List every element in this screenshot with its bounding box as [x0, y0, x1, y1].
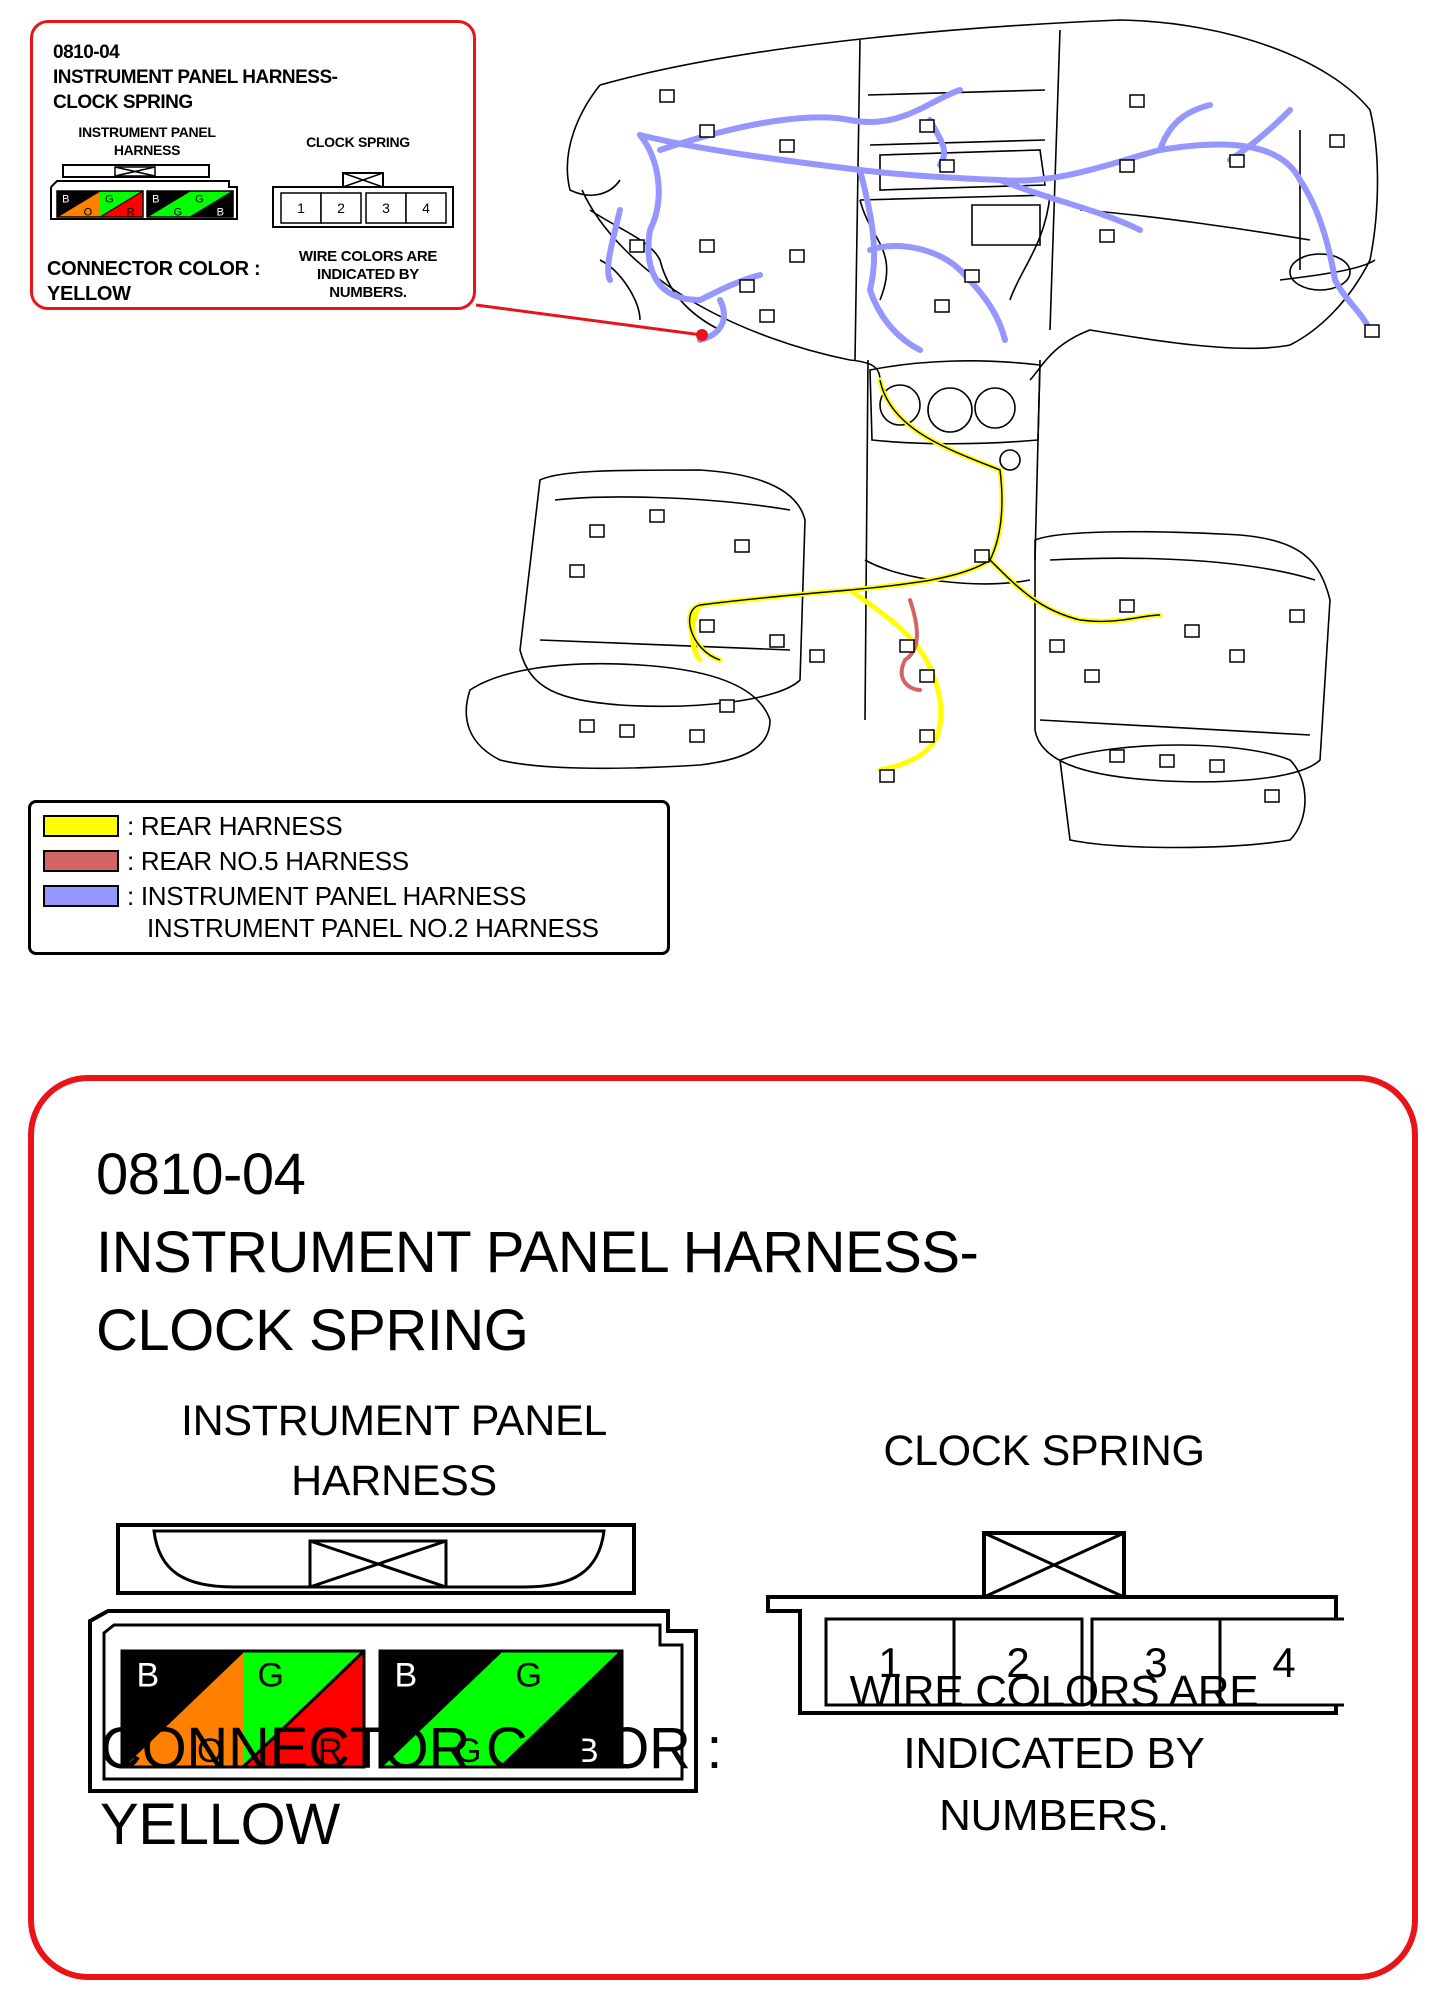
legend-label-rear-harness: : REAR HARNESS — [127, 811, 343, 841]
large-connector-callout: 0810-04 INSTRUMENT PANEL HARNESS- CLOCK … — [28, 1075, 1418, 1980]
legend-item-instrument-panel-harness: : INSTRUMENT PANEL HARNESS — [43, 881, 526, 911]
pin-bottom-letter: R — [318, 1732, 343, 1770]
large-wire-note: WIRE COLORS ARE INDICATED BY NUMBERS. — [849, 1667, 1259, 1840]
clock-spring-pin-1: 1 — [824, 1617, 956, 1707]
small-right-connector-label: CLOCK SPRING — [306, 134, 410, 150]
small-connector-callout: 0810-04 INSTRUMENT PANEL HARNESS- CLOCK … — [30, 20, 476, 310]
clock-spring-pin-number: 2 — [337, 200, 345, 216]
legend-swatch-rear-no5-harness — [43, 850, 119, 872]
pin-top-letter: B — [62, 194, 69, 206]
pin-top-letter: B — [152, 194, 159, 206]
pin-bottom-letter: R — [127, 206, 135, 218]
rear-no5-harness-wires — [899, 598, 922, 692]
legend-swatch-rear-harness — [43, 815, 119, 837]
clock-spring-pin-number: 4 — [1272, 1639, 1295, 1686]
clock-spring-pin-3: 3 — [365, 192, 407, 224]
pin-top-letter: B — [137, 1657, 160, 1695]
pin-top-letter: G — [105, 194, 114, 206]
rear-harness-outline — [689, 379, 1161, 661]
clock-spring-pin-number: 1 — [878, 1639, 901, 1686]
harness-pin-3: BG — [378, 1649, 503, 1770]
pin-bottom-letter: G — [455, 1732, 481, 1770]
harness-pin-1: BO — [120, 1649, 245, 1770]
small-clock-spring-connector: 1 2 3 4 — [272, 172, 454, 228]
large-right-connector-label: CLOCK SPRING — [883, 1427, 1205, 1475]
clock-spring-pin-number: 1 — [297, 200, 305, 216]
rear-harness-wires — [687, 377, 1163, 773]
small-connector-color-label: CONNECTOR COLOR : — [47, 258, 261, 280]
pin-bottom-letter: O — [84, 206, 93, 218]
callout-leader-line — [475, 303, 703, 337]
clock-spring-pin-4: 4 — [405, 192, 447, 224]
small-callout-code: 0810-04 — [53, 42, 120, 63]
clock-spring-pin-2: 2 — [320, 192, 362, 224]
large-clock-spring-connector: 1 2 3 4 — [766, 1531, 1344, 1715]
small-left-connector-label: INSTRUMENT PANEL HARNESS — [78, 124, 216, 158]
harness-pin-2: GR — [241, 1649, 366, 1770]
connector-blocks — [569, 89, 1380, 803]
small-connector-color-value: YELLOW — [47, 283, 131, 305]
pin-top-letter: B — [395, 1657, 418, 1695]
pin-bottom-letter: B — [576, 1732, 599, 1770]
legend-swatch-instrument-panel-harness — [43, 885, 119, 907]
clock-spring-pin-1: 1 — [280, 192, 322, 224]
pin-bottom-letter: G — [174, 206, 183, 218]
large-callout-title-line1: INSTRUMENT PANEL HARNESS- — [96, 1220, 979, 1285]
harness-pin-2: GR — [99, 190, 144, 218]
clock-spring-pin-2: 2 — [952, 1617, 1084, 1707]
large-left-connector-label: INSTRUMENT PANEL HARNESS — [180, 1397, 608, 1505]
small-callout-title-line1: INSTRUMENT PANEL HARNESS- — [53, 67, 338, 88]
pin-top-letter: G — [516, 1657, 542, 1695]
harness-pin-1: BO — [56, 190, 101, 218]
pin-bottom-letter: B — [217, 206, 224, 218]
dashboard-outline — [465, 19, 1379, 849]
clock-spring-pin-4: 4 — [1218, 1617, 1344, 1707]
clock-spring-pin-number: 3 — [382, 200, 390, 216]
small-callout-title-line2: CLOCK SPRING — [53, 92, 193, 113]
legend-label-instrument-panel-no2-harness: INSTRUMENT PANEL NO.2 HARNESS — [147, 913, 599, 943]
large-connector-color-label: CONNECTOR COLOR : — [100, 1716, 723, 1781]
clock-spring-pin-number: 3 — [1144, 1639, 1167, 1686]
legend-label-instrument-panel-harness: : INSTRUMENT PANEL HARNESS — [127, 881, 527, 911]
pin-top-letter: G — [195, 194, 204, 206]
instrument-panel-harness-wires — [605, 87, 1373, 353]
legend-item-rear-no5-harness: : REAR NO.5 HARNESS — [43, 846, 409, 876]
large-callout-code: 0810-04 — [96, 1142, 306, 1207]
pin-top-letter: G — [258, 1657, 284, 1695]
legend-label-rear-no5-harness: : REAR NO.5 HARNESS — [127, 846, 409, 876]
large-connector-color-value: YELLOW — [100, 1792, 340, 1857]
large-callout-title-line2: CLOCK SPRING — [96, 1298, 529, 1363]
harness-pin-4: GB — [189, 190, 234, 218]
harness-pin-4: GB — [499, 1649, 624, 1770]
legend-item-rear-harness: : REAR HARNESS — [43, 811, 343, 841]
small-wire-note: WIRE COLORS ARE INDICATED BY NUMBERS. — [298, 248, 438, 301]
harness-color-legend: : REAR HARNESS : REAR NO.5 HARNESS : INS… — [28, 800, 670, 955]
harness-pin-3: BG — [146, 190, 191, 218]
clock-spring-pin-number: 4 — [422, 200, 430, 216]
clock-spring-pin-number: 2 — [1006, 1639, 1029, 1686]
pin-bottom-letter: O — [197, 1732, 223, 1770]
